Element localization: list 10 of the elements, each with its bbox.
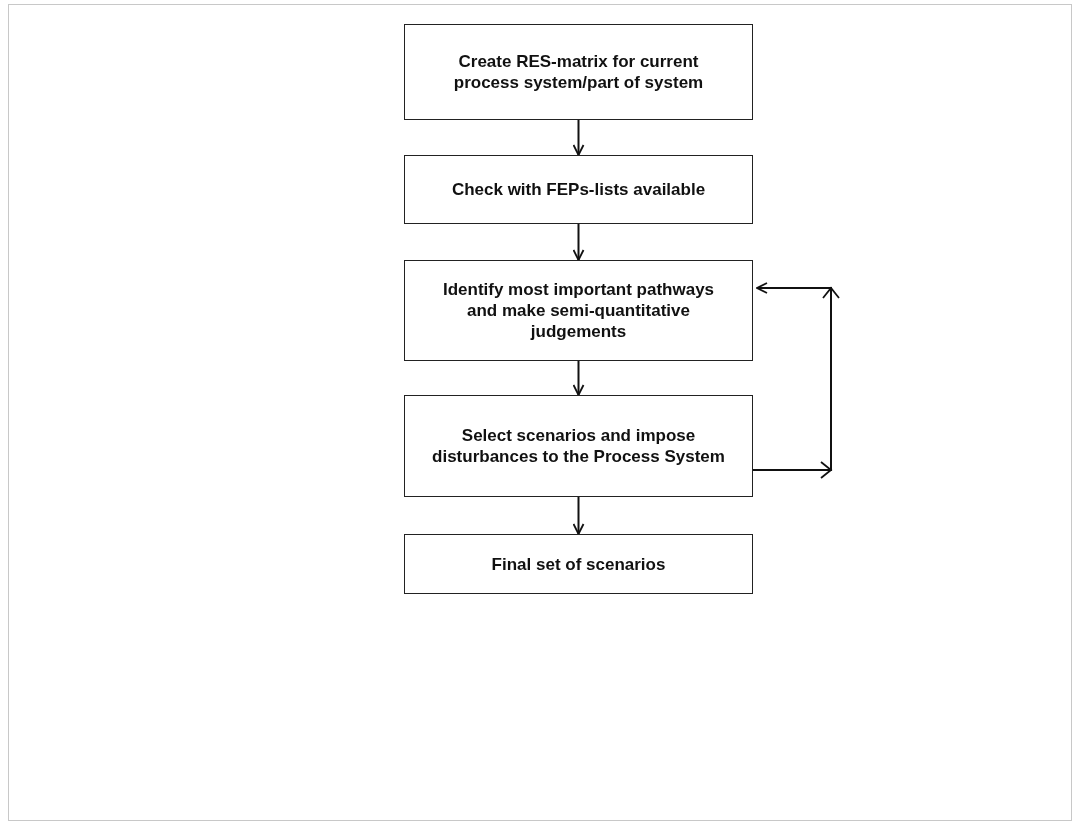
box-text: Check with FEPs-lists available [451,179,706,200]
process-box [404,534,753,594]
box-text: Identify most important pathways and make semi-quantitative judgements [441,279,716,342]
box-text: Final set of scenarios [491,553,666,575]
process-box [404,24,753,120]
process-box [404,395,753,497]
process-box [404,260,753,361]
process-box [404,155,753,224]
box-text: Select scenarios and impose disturbances to the Process System [431,425,726,467]
box-text: Create RES-matrix for current process system/part of system [452,51,705,93]
